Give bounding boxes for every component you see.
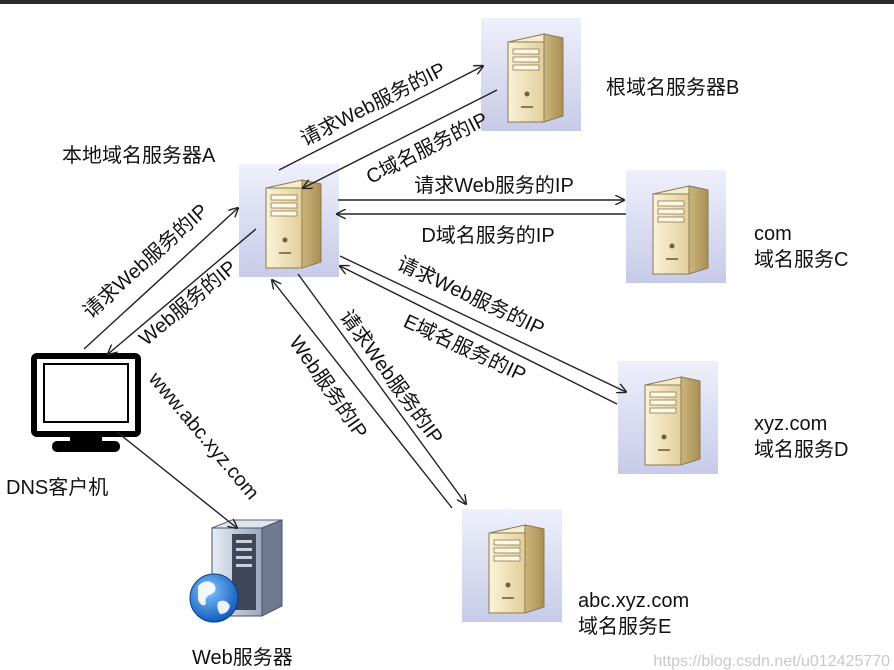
arrow-local-to-abc <box>297 273 466 504</box>
web-server-label: Web服务器 <box>192 646 293 669</box>
diagram-canvas: 根域名服务器B 本地域名服务器A com 域名服务C xyz.com 域名服务D… <box>6 17 890 670</box>
edge-label-local-to-com: 请求Web服务的IP <box>414 174 574 197</box>
local-server-label: 本地域名服务器A <box>62 144 216 167</box>
arrow-xyz-to-local <box>340 266 618 405</box>
arrow-local-to-xyz <box>339 255 626 392</box>
abc-server-icon <box>461 508 563 623</box>
watermark-text: https://blog.csdn.net/u012425770 <box>653 653 890 670</box>
arrow-local-to-root <box>278 66 483 171</box>
com-server-icon <box>625 169 727 284</box>
abc-server-label-line1: abc.xyz.com <box>578 590 689 612</box>
arrow-abc-to-local <box>272 280 453 509</box>
client-label: DNS客户机 <box>6 476 108 499</box>
xyz-server-label-line1: xyz.com <box>754 413 827 435</box>
arrows <box>83 66 626 528</box>
com-server-label-line1: com <box>754 223 792 245</box>
root-server-label: 根域名服务器B <box>606 76 739 99</box>
edge-label-com-to-local: D域名服务的IP <box>421 224 554 247</box>
arrow-root-to-local <box>303 89 498 188</box>
edge-label-client-to-web: www.abc.xyz.com <box>143 367 263 504</box>
computer-icon <box>31 353 141 452</box>
com-server-label-line2: 域名服务C <box>754 248 848 271</box>
arrow-local-to-client <box>108 228 257 354</box>
local-server-icon <box>238 163 340 278</box>
xyz-server-label-line2: 域名服务D <box>754 438 848 461</box>
xyz-server-icon <box>617 360 719 475</box>
arrow-client-to-local <box>83 208 238 350</box>
root-server-icon <box>480 17 582 132</box>
arrow-client-to-web <box>116 431 237 528</box>
web-server-icon <box>189 519 283 623</box>
abc-server-label-line2: 域名服务E <box>578 615 671 638</box>
